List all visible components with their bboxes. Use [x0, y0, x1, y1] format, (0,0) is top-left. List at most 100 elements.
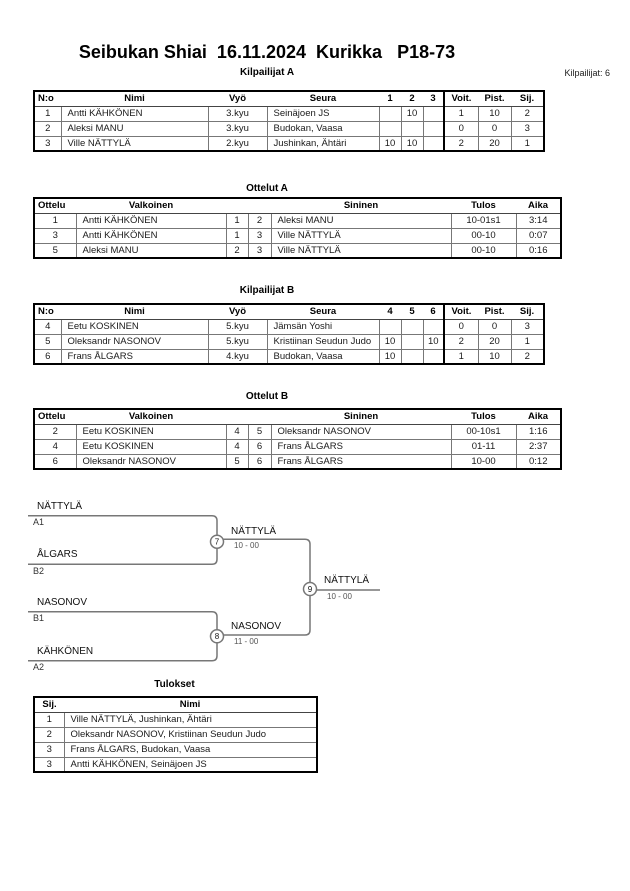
table-cell: 3	[33, 741, 65, 758]
table-header-row: Sij. Nimi	[34, 697, 317, 713]
table-cell: 5	[33, 333, 62, 350]
table-cell: 0	[443, 318, 479, 335]
column-header: Aika	[516, 409, 561, 425]
column-header: Aika	[516, 198, 561, 214]
kilpailijat-b-table: N:o Nimi Vyö Seura 4 5 6 Voit. Pist. Sij…	[33, 303, 545, 365]
table-cell: 2:37	[515, 438, 562, 455]
table-cell: Antti KÄHKÖNEN	[60, 105, 209, 122]
bracket-match-score: 10 - 00	[234, 541, 259, 550]
table-header-row: Ottelu Valkoinen Sininen Tulos Aika	[34, 409, 561, 425]
table-cell: Eetu KOSKINEN	[75, 423, 227, 440]
column-header	[226, 198, 248, 214]
column-header: Nimi	[61, 91, 208, 107]
bracket-winner-name: NÄTTYLÄ	[231, 526, 277, 537]
table-header-row: Ottelu Valkoinen Sininen Tulos Aika	[34, 198, 561, 214]
table-cell: Antti KÄHKÖNEN, Seinäjoen JS	[63, 756, 318, 773]
table-cell: 4	[225, 438, 249, 455]
table-cell: 2	[510, 105, 545, 122]
column-header	[248, 198, 271, 214]
table-cell: 6	[33, 348, 62, 365]
table-cell: 0	[477, 120, 512, 137]
column-header: 1	[379, 91, 401, 107]
table-cell: Aleksi MANU	[270, 212, 452, 229]
table-cell: 3.kyu	[207, 120, 268, 137]
table-cell: 6	[247, 453, 272, 470]
match-number: 7	[215, 538, 220, 547]
table-cell	[422, 120, 445, 137]
table-cell: 10	[477, 348, 512, 365]
column-header: Voit.	[443, 91, 478, 107]
table-cell: 20	[477, 135, 512, 152]
column-header: Pist.	[478, 304, 511, 320]
table-cell: Frans ÅLGARS	[60, 348, 209, 365]
table-cell: 1	[225, 227, 249, 244]
table-cell: 2	[33, 120, 62, 137]
table-cell: 10	[477, 105, 512, 122]
kilpailijat-b-heading: Kilpailijat B	[239, 285, 295, 296]
table-cell: Aleksi MANU	[75, 242, 227, 259]
table-cell: Aleksi MANU	[60, 120, 209, 137]
table-cell: Ville NÄTTYLÄ	[270, 227, 452, 244]
column-header: 3	[423, 91, 444, 107]
column-header: N:o	[34, 304, 61, 320]
bracket-line	[223, 595, 311, 636]
column-header: Sij.	[34, 697, 64, 713]
bracket-seed: A2	[33, 662, 45, 672]
table-cell: 2.kyu	[207, 135, 268, 152]
match-number-circle	[209, 629, 225, 644]
kilpailijat-a-heading: Kilpailijat A	[239, 67, 295, 78]
table-cell: 4	[33, 318, 62, 335]
table-cell: Ville NÄTTYLÄ	[60, 135, 209, 152]
table-cell: Jämsän Yoshi	[266, 318, 380, 335]
table-cell: Oleksandr NASONOV, Kristiinan Seudun Jud…	[63, 726, 318, 743]
column-header: Ottelu	[34, 198, 76, 214]
table-cell: 2	[33, 423, 77, 440]
table-cell: 5.kyu	[207, 318, 268, 335]
table-cell: 3	[33, 756, 65, 773]
table-cell: 0:07	[515, 227, 562, 244]
table-cell: 2	[443, 135, 479, 152]
match-number: 8	[215, 632, 220, 641]
bracket-competitor-name: NASONOV	[37, 597, 88, 608]
table-cell: 0:12	[515, 453, 562, 470]
bracket-winner-name: NÄTTYLÄ	[324, 575, 370, 586]
table-cell	[400, 348, 424, 365]
table-cell	[422, 348, 445, 365]
column-header: Valkoinen	[76, 409, 226, 425]
table-cell	[400, 318, 424, 335]
table-cell: 0	[477, 318, 512, 335]
column-header: Tulos	[451, 409, 516, 425]
column-header: 5	[401, 304, 423, 320]
table-cell: Jushinkan, Ähtäri	[266, 135, 380, 152]
bracket-competitor-name: ÅLGARS	[37, 549, 78, 560]
table-cell: 1	[33, 105, 62, 122]
table-cell: 3	[33, 135, 62, 152]
table-cell: Frans ÅLGARS, Budokan, Vaasa	[63, 741, 318, 758]
bracket-competitor-name: KÄHKÖNEN	[37, 646, 94, 657]
column-header: Pist.	[478, 91, 511, 107]
column-header	[248, 409, 271, 425]
table-cell: 1	[510, 135, 545, 152]
table-cell: 0	[443, 120, 479, 137]
column-header: Sininen	[271, 198, 451, 214]
match-number: 9	[308, 585, 313, 594]
table-cell: Budokan, Vaasa	[266, 120, 380, 137]
table-cell: 00-10	[450, 242, 517, 259]
table-cell: 3	[247, 242, 272, 259]
column-header	[226, 409, 248, 425]
bracket-line	[28, 642, 218, 662]
kilpailijat-a-table: N:o Nimi Vyö Seura 1 2 3 Voit. Pist. Sij…	[33, 90, 545, 152]
table-cell: 1	[225, 212, 249, 229]
table-header-row: N:o Nimi Vyö Seura 4 5 6 Voit. Pist. Sij…	[34, 304, 544, 320]
